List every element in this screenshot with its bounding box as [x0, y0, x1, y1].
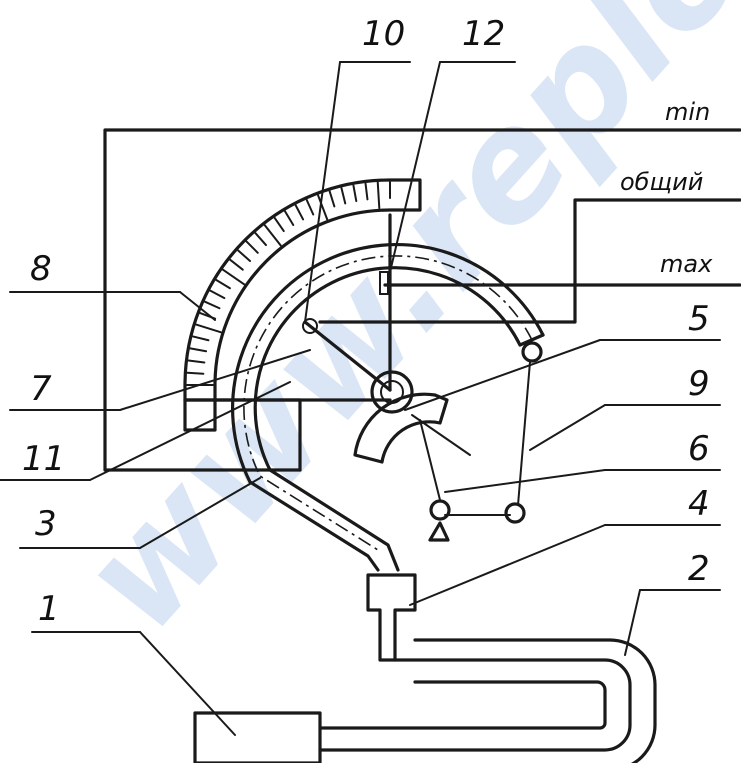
scale-tick	[187, 359, 206, 364]
label-3: 3	[35, 504, 57, 544]
scale-ticks	[186, 181, 391, 386]
label-max: max	[660, 250, 713, 278]
capillary-tube	[318, 658, 632, 752]
scale-tick	[376, 181, 381, 210]
label-7: 7	[30, 369, 52, 409]
label-1: 1	[38, 589, 60, 629]
wire-common	[318, 198, 741, 324]
joint-top	[521, 341, 543, 363]
label-10: 10	[362, 14, 405, 54]
scale-tick	[294, 204, 305, 221]
thermal-bulb	[193, 711, 322, 763]
scale-tick	[203, 300, 221, 310]
joint-left	[429, 499, 451, 521]
label-min: min	[665, 98, 710, 126]
pivot-10	[302, 318, 318, 334]
scale-tick	[273, 216, 285, 233]
scale-tick	[215, 278, 231, 290]
scale-tick	[195, 323, 223, 334]
bourdon-tube-outer	[231, 243, 545, 572]
tube-end-cap	[518, 333, 545, 347]
scale-tick	[191, 335, 210, 342]
link-rod-mid	[411, 414, 471, 456]
scale-tick	[263, 224, 282, 247]
label-8: 8	[30, 249, 52, 289]
scale-tick	[317, 194, 329, 221]
scale-tick	[364, 182, 369, 201]
label-6: 6	[688, 429, 710, 469]
joint-right	[504, 502, 526, 524]
scale-tick	[237, 249, 252, 262]
bourdon-tube-centerline	[243, 255, 533, 551]
label-common: общий	[620, 168, 703, 196]
pointer-slot	[379, 271, 389, 295]
capillary-tube-lower	[318, 680, 607, 730]
fixed-support	[428, 521, 450, 542]
scale-tick	[340, 186, 347, 205]
label-2: 2	[688, 549, 710, 589]
scale-tick	[229, 258, 244, 271]
scale-sector	[183, 178, 422, 432]
scale-tick	[352, 184, 358, 203]
scale-tick	[283, 210, 295, 226]
link-rod-9	[517, 361, 531, 506]
housing-box	[103, 128, 741, 472]
scale-tick	[245, 240, 259, 254]
label-11: 11	[22, 439, 65, 479]
bourdon-tube-inner	[253, 266, 522, 572]
link-rod-6	[419, 419, 441, 501]
hub-outer	[370, 370, 414, 414]
fitting	[366, 573, 417, 662]
label-9: 9	[688, 364, 710, 404]
leader-lines	[0, 61, 721, 736]
scale-tick	[186, 371, 205, 375]
label-5: 5	[688, 299, 710, 339]
scale-tick	[189, 347, 208, 353]
scale-tick	[254, 232, 267, 247]
scale-tick	[209, 289, 226, 300]
label-4: 4	[688, 484, 710, 524]
scale-tick	[221, 268, 246, 286]
scale-tick	[328, 190, 336, 208]
label-12: 12	[462, 14, 505, 54]
scale-tick	[305, 198, 315, 216]
